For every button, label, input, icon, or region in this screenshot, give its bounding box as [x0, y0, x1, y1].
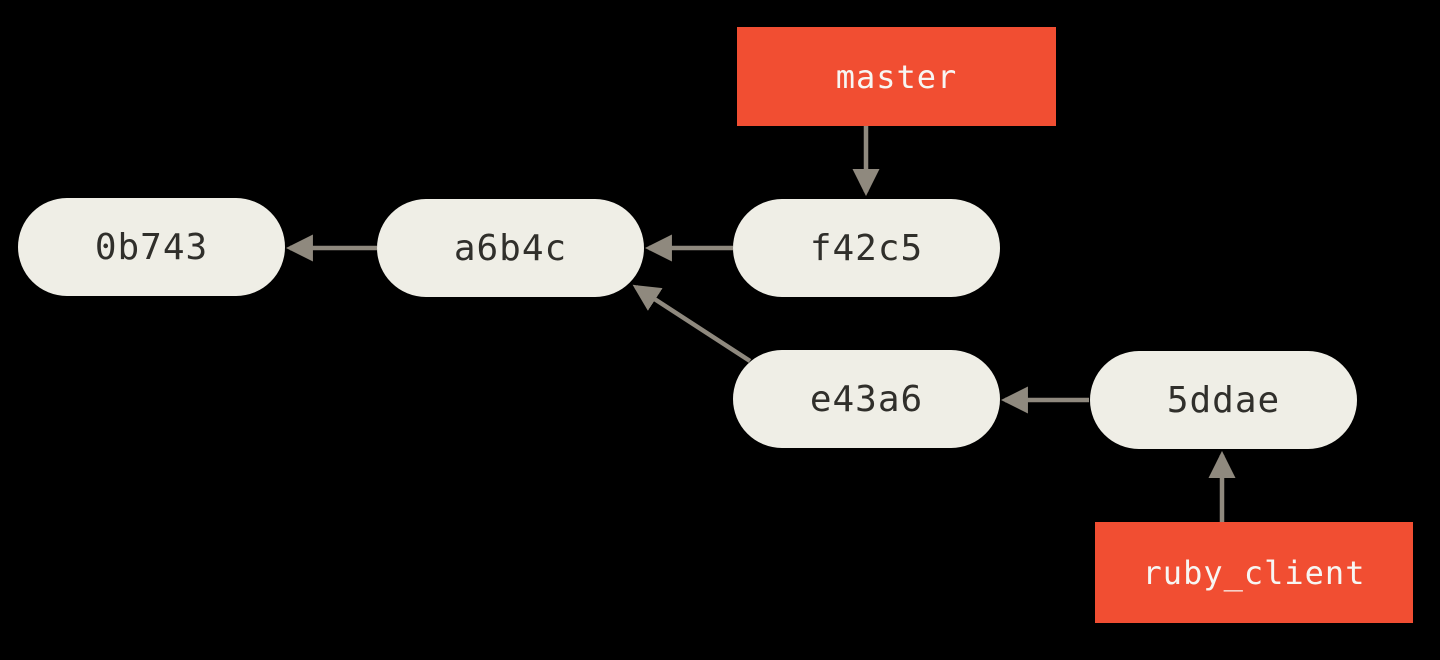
commit-node-5ddae: 5ddae	[1090, 351, 1357, 449]
edge-e43a6-to-a6b4c	[632, 284, 752, 363]
commit-node-f42c5: f42c5	[733, 199, 1000, 297]
commit-node-0b743-text: 0b743	[94, 226, 209, 268]
commit-node-e43a6: e43a6	[733, 350, 1000, 448]
commit-node-0b743: 0b743	[18, 198, 285, 296]
commit-node-a6b4c: a6b4c	[377, 199, 644, 297]
commit-node-5ddae-text: 5ddae	[1166, 379, 1281, 421]
commit-node-a6b4c-text: a6b4c	[453, 227, 568, 269]
branch-label-master-text: master	[835, 57, 958, 96]
branch-label-ruby_client: ruby_client	[1095, 522, 1413, 623]
branch-label-ruby_client-text: ruby_client	[1142, 553, 1366, 592]
branch-label-master: master	[737, 27, 1056, 126]
commit-node-e43a6-text: e43a6	[809, 378, 924, 420]
commit-node-f42c5-text: f42c5	[809, 227, 924, 269]
